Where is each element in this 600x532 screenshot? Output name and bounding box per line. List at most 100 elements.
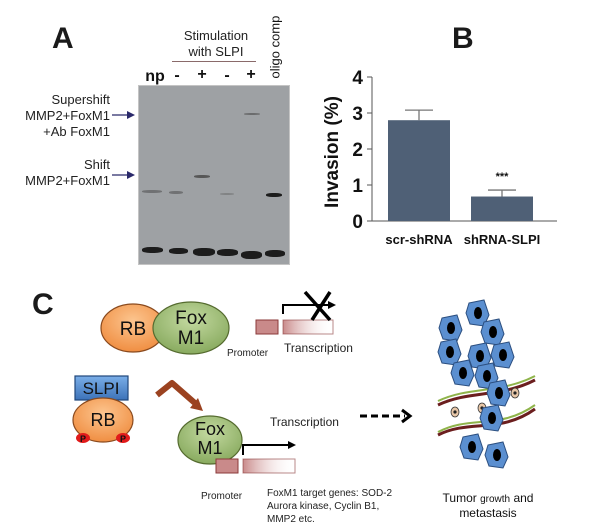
gel-arrows [112, 111, 135, 179]
gel-band-complex [220, 193, 234, 195]
y-axis-label: Invasion (%) [322, 96, 343, 208]
emsa-gel-image [138, 85, 290, 265]
foxm1-label-line1: Fox [175, 308, 207, 329]
blood-cell-icon [453, 410, 457, 414]
tumor-cell-nucleus-icon [447, 322, 455, 334]
rb-protein-phosphorylated: RB [72, 397, 134, 443]
promoter-box [255, 319, 279, 335]
lane-label-plus-2: + [246, 66, 256, 83]
target-genes-line3: MMP2 etc. [267, 514, 315, 525]
stimulation-line1: Stimulation [183, 28, 249, 43]
tumor-cell-nucleus-icon [483, 370, 491, 382]
supershift-line3: +Ab FoxM1 [43, 124, 110, 139]
target-genes-line1: FoxM1 target genes: SOD-2 [267, 488, 392, 499]
y-tick-label: 0 [352, 212, 363, 233]
tumor-cell-nucleus-icon [495, 387, 503, 399]
promoter-label-top: Promoter [227, 348, 269, 359]
transcription-label-top: Transcription [284, 341, 353, 355]
lane-label-plus-1: + [197, 66, 207, 83]
gel-band-supershift [244, 113, 260, 115]
mechanism-diagram: RB Fox M1 Promoter Transcription SLPI RB… [72, 290, 536, 525]
leads-to-dashed-arrow-icon [360, 408, 413, 424]
stimulation-line2: with SLPI [188, 44, 244, 59]
supershift-label: Supershift MMP2+FoxM1 +Ab FoxM1 [10, 92, 110, 140]
chart-labels: 0 1 2 3 4 scr-shRNA shRNA-SLPI *** [352, 68, 540, 247]
shift-label: Shift MMP2+FoxM1 [10, 157, 110, 189]
tumor-cell-nucleus-icon [476, 350, 484, 362]
blocked-transcription-arrow-icon [282, 290, 336, 322]
gene-body-box [282, 319, 334, 335]
rb-protein: RB [100, 303, 166, 353]
slpi-label: SLPI [83, 379, 120, 398]
phosphate-group-icon: P [116, 433, 130, 444]
tumor-metastasis-illustration [437, 299, 536, 469]
gene-body-box-active [242, 458, 296, 474]
shift-arrow-icon [112, 171, 135, 179]
foxm1-protein: Fox M1 [152, 301, 230, 355]
rb-label-bottom: RB [90, 410, 115, 430]
bar [471, 196, 533, 221]
transcription-arrow-icon [242, 441, 296, 455]
gel-band-free-probe [241, 251, 262, 259]
slpi-protein: SLPI [74, 375, 129, 401]
foxm1-free-line1: Fox [195, 419, 225, 439]
gel-band-complex [266, 193, 282, 197]
gel-band-free-probe [217, 249, 238, 256]
tumor-cell-nucleus-icon [499, 349, 507, 361]
gel-band-shift [194, 175, 210, 178]
gel-band-free-probe [142, 247, 163, 253]
invasion-bar-chart: Invasion (%) 0 1 2 3 4 scr-shRNA shRNA-SLPI *** [322, 68, 557, 247]
supershift-arrow-icon [112, 111, 135, 119]
stimulation-label: Stimulation with SLPI [176, 28, 256, 60]
lane-label-oligo-comp: oligo comp [267, 15, 283, 79]
tumor-cell-nucleus-icon [493, 449, 501, 461]
lane-label-minus-1: - [174, 67, 180, 84]
blood-cell-icon [513, 391, 517, 395]
supershift-line2: MMP2+FoxM1 [25, 108, 110, 123]
promoter-label-active: Promoter [201, 491, 243, 502]
foxm1-protein-free: Fox M1 [177, 415, 243, 465]
tumor-cell-nucleus-icon [474, 307, 482, 319]
svg-text:P: P [120, 434, 126, 444]
svg-text:P: P [80, 434, 86, 444]
y-tick-label: 4 [352, 68, 363, 89]
shift-line1: Shift [83, 157, 110, 172]
gel-band-free-probe [193, 248, 215, 256]
x-tick-label: scr-shRNA [385, 232, 453, 247]
vessel-wall-icon [437, 375, 536, 402]
gel-band-free-probe [265, 250, 285, 257]
bar [388, 120, 450, 221]
outcome-line1: Tumor growth and [443, 491, 534, 505]
tumor-cell-nucleus-icon [489, 326, 497, 338]
gel-band-complex [142, 190, 162, 193]
shift-line2: MMP2+FoxM1 [25, 173, 110, 188]
rb-label: RB [120, 319, 146, 340]
supershift-line1: Supershift [51, 92, 110, 107]
vessel-wall-icon [437, 378, 536, 407]
y-tick-label: 2 [352, 140, 363, 161]
gel-band-free-probe [169, 248, 188, 254]
lane-label-minus-2: - [224, 67, 230, 84]
tumor-cell-nucleus-icon [488, 412, 496, 424]
lane-label-np: np [145, 68, 165, 85]
phosphate-group-icon: P [76, 433, 90, 444]
target-genes-line2: Aurora kinase, Cyclin B1, [267, 501, 379, 512]
foxm1-free-line2: M1 [197, 438, 222, 458]
significance-label: *** [496, 171, 510, 183]
stimulation-bracket-line [172, 61, 256, 62]
outcome-line2: metastasis [459, 506, 516, 520]
release-arrow-icon [155, 380, 203, 411]
gel-band-complex [169, 191, 183, 194]
chart-bars [388, 109, 533, 221]
panel-a-letter: A [52, 22, 74, 55]
y-tick-label: 3 [352, 104, 363, 125]
tumor-cell-nucleus-icon [459, 367, 467, 379]
y-tick-label: 1 [352, 176, 363, 197]
foxm1-label-line2: M1 [178, 328, 204, 349]
transcription-label-active: Transcription [270, 415, 339, 429]
panel-b-letter: B [452, 22, 474, 55]
tumor-cell-nucleus-icon [446, 346, 454, 358]
promoter-box-active [215, 458, 239, 474]
panel-c-letter: C [32, 288, 54, 321]
x-tick-label: shRNA-SLPI [464, 232, 541, 247]
